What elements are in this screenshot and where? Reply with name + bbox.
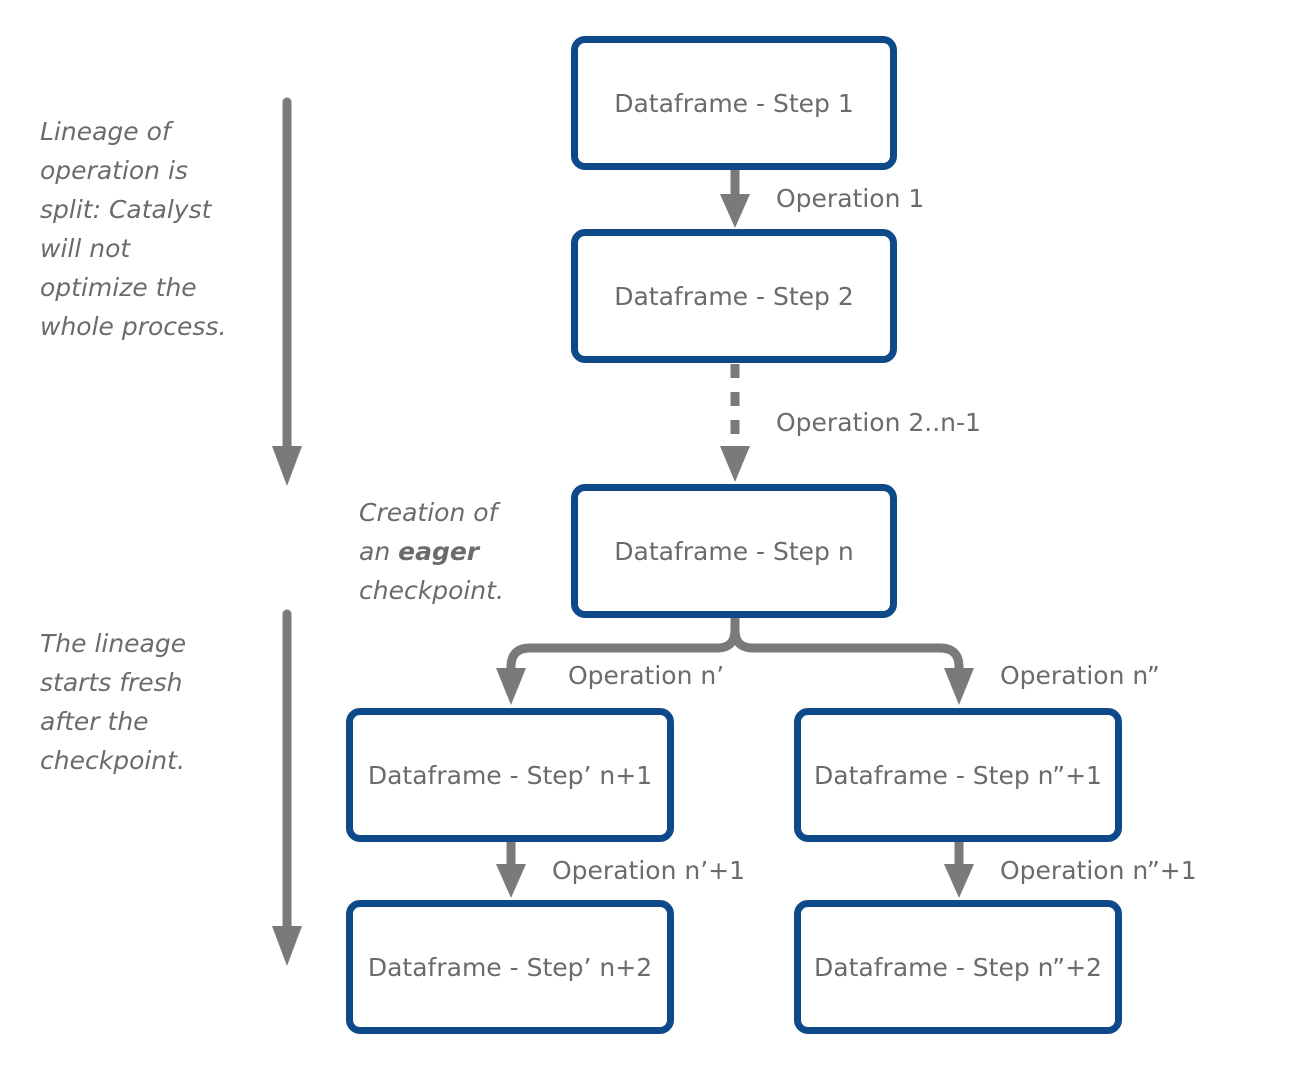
note-checkpoint-line-2: an eager	[359, 532, 504, 571]
note-checkpoint-line-3: checkpoint.	[359, 576, 504, 605]
box-step-double-prime-n-plus-2: Dataframe - Step n”+2	[794, 900, 1122, 1034]
arrow-branch-left-head	[496, 668, 526, 705]
arrow-step2-stepn-head	[720, 446, 750, 482]
label-operation-n-double-prime-plus-1: Operation n”+1	[1000, 856, 1197, 885]
note-lineage-split-line: operation is	[40, 156, 188, 185]
box-step-2: Dataframe - Step 2	[571, 229, 897, 363]
note-checkpoint-line-2-prefix: an	[359, 537, 391, 566]
label-operation-2-to-n-minus-1: Operation 2..n-1	[776, 408, 981, 437]
note-lineage-split-line: whole process.	[40, 312, 227, 341]
note-lineage-split-line: will not	[40, 234, 131, 263]
note-lineage-fresh-line: starts fresh	[40, 668, 183, 697]
box-step-prime-n-plus-1: Dataframe - Step’ n+1	[346, 708, 674, 842]
timeline-arrow-lower-head	[272, 926, 302, 966]
note-checkpoint-eager-emphasis: eager	[398, 537, 480, 566]
note-lineage-split-line: Lineage of	[40, 117, 171, 146]
timeline-arrow-upper-head	[272, 446, 302, 486]
arrow-branch-right-head	[944, 668, 974, 705]
note-lineage-split-line: split: Catalyst	[40, 195, 212, 224]
branch-connector-right	[730, 629, 964, 670]
note-checkpoint-line-1: Creation of	[359, 498, 498, 527]
note-eager-checkpoint: Creation of an eager checkpoint.	[359, 493, 504, 610]
arrow-left-branch-head	[496, 864, 526, 898]
note-lineage-split: Lineage of operation is split: Catalyst …	[40, 112, 226, 346]
label-operation-n-prime: Operation n’	[568, 661, 725, 690]
arrow-right-branch-head	[944, 864, 974, 898]
label-operation-1: Operation 1	[776, 184, 925, 213]
box-step-prime-n-plus-2: Dataframe - Step’ n+2	[346, 900, 674, 1034]
label-operation-n-prime-plus-1: Operation n’+1	[552, 856, 746, 885]
note-lineage-fresh-line: after the	[40, 707, 149, 736]
label-operation-n-double-prime: Operation n”	[1000, 661, 1160, 690]
box-step-double-prime-n-plus-1: Dataframe - Step n”+1	[794, 708, 1122, 842]
note-lineage-fresh: The lineage starts fresh after the check…	[40, 624, 186, 780]
arrow-step1-step2-head	[720, 194, 750, 228]
note-lineage-fresh-line: checkpoint.	[40, 746, 185, 775]
note-lineage-split-line: optimize the	[40, 273, 197, 302]
box-step-1: Dataframe - Step 1	[571, 36, 897, 170]
note-lineage-fresh-line: The lineage	[40, 629, 187, 658]
box-step-n: Dataframe - Step n	[571, 484, 897, 618]
